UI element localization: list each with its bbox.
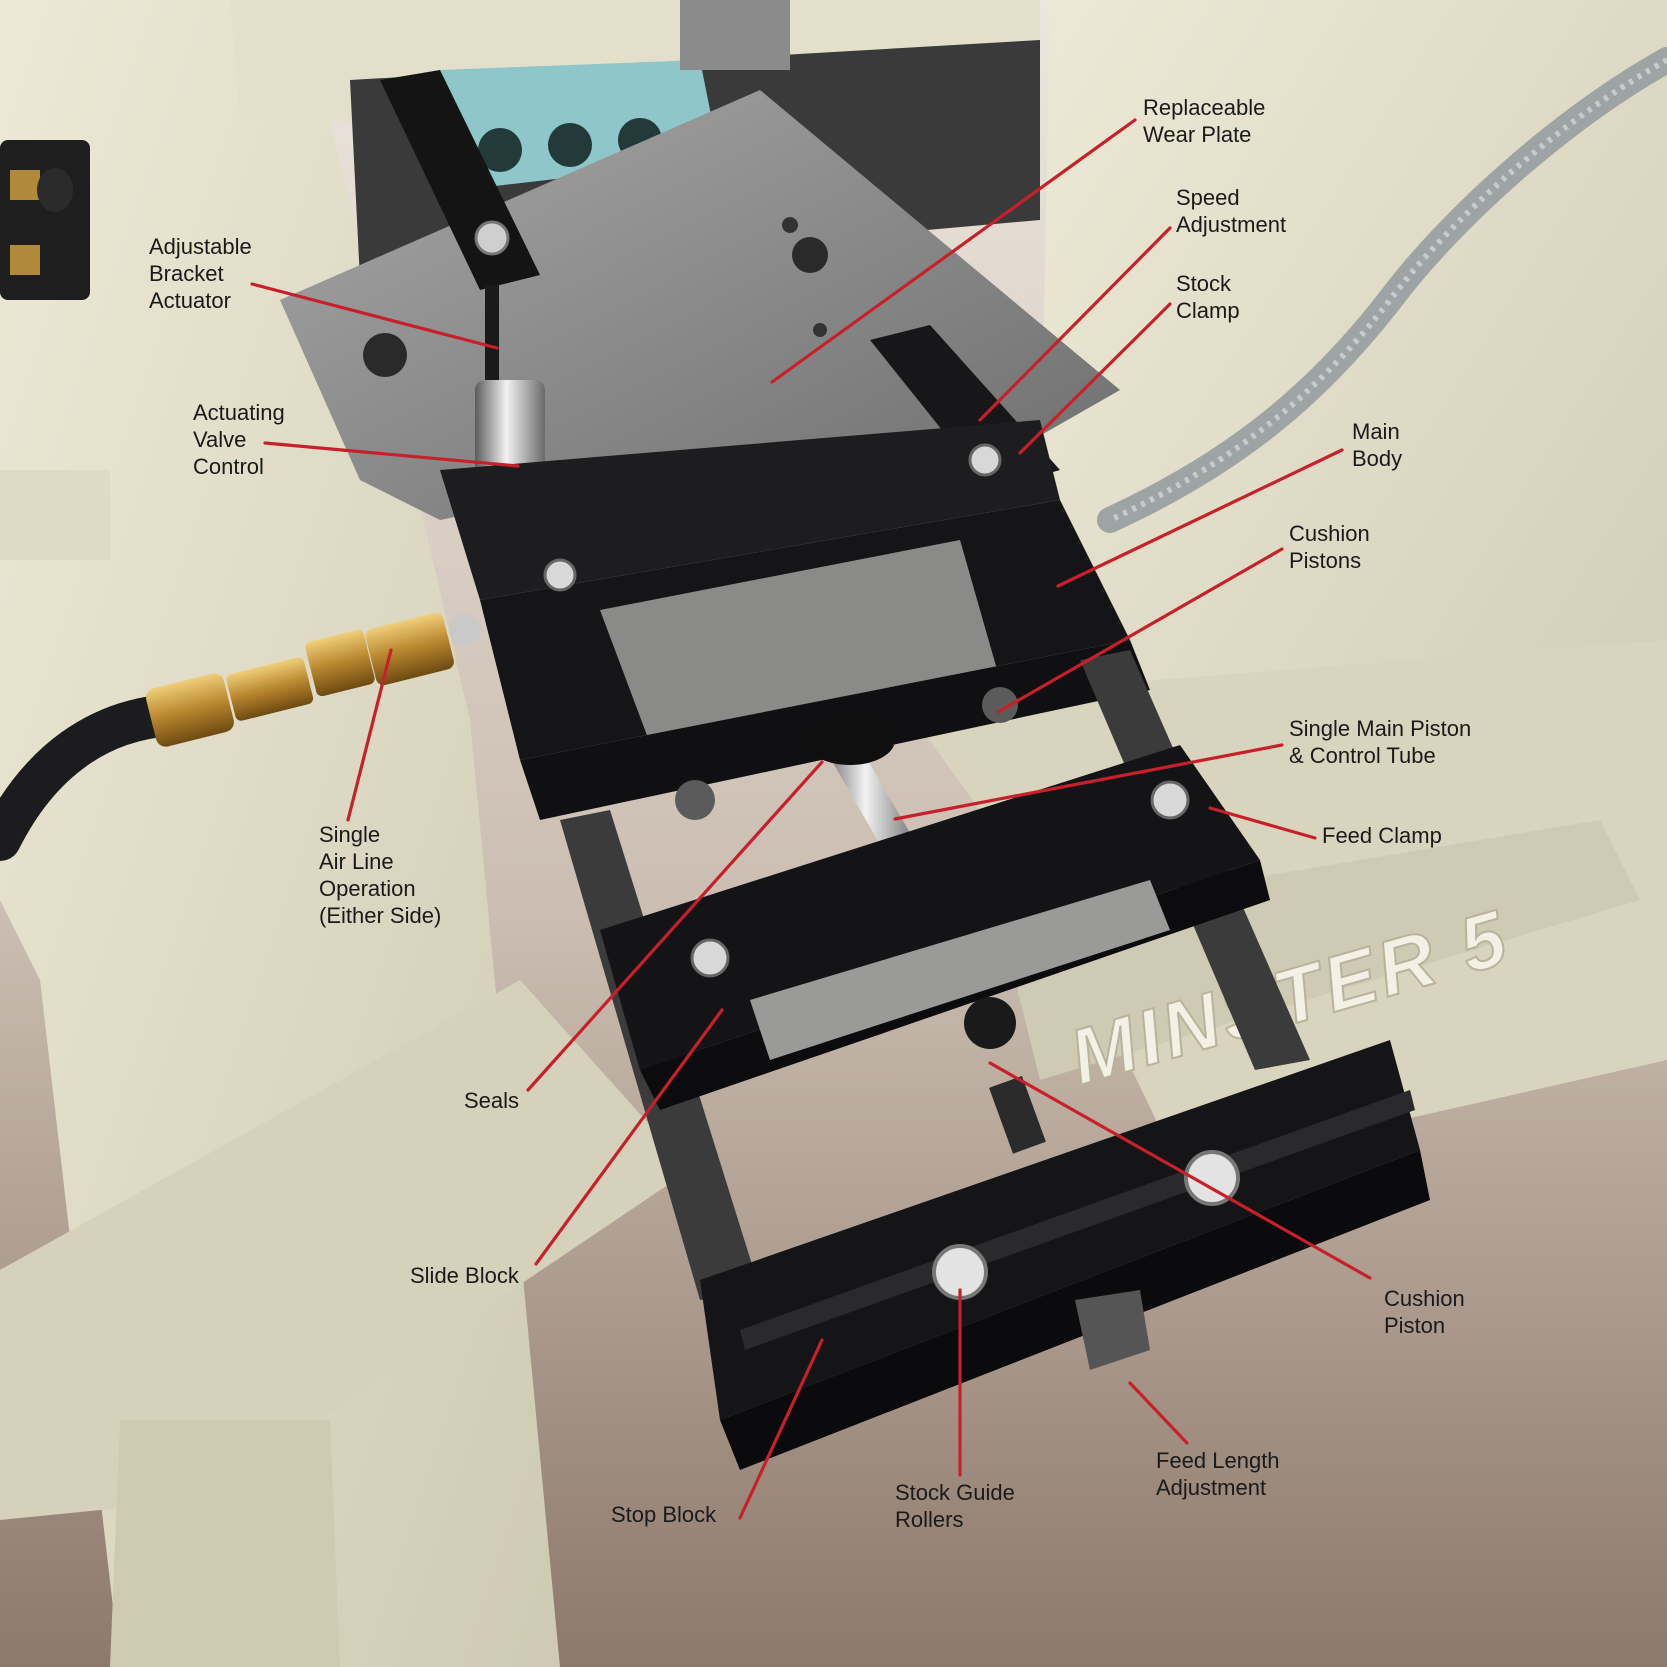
leader-replaceable-wear-plate <box>770 118 1137 384</box>
label-slide-block: Slide Block <box>410 1262 519 1289</box>
label-feed-clamp: Feed Clamp <box>1322 822 1442 849</box>
leader-feed-clamp <box>1208 806 1317 840</box>
label-line: Replaceable <box>1143 95 1266 120</box>
label-single-main-piston: Single Main Piston & Control Tube <box>1289 715 1471 769</box>
label-line: Stop Block <box>611 1502 717 1527</box>
valve-block <box>0 140 90 300</box>
label-cushion-piston: Cushion Piston <box>1384 1285 1465 1339</box>
leader-speed-adjustment <box>978 226 1172 422</box>
label-line: Wear Plate <box>1143 122 1252 147</box>
label-line: Stock <box>1176 271 1232 296</box>
label-stop-block: Stop Block <box>611 1501 716 1528</box>
label-line: Main <box>1352 419 1400 444</box>
label-adjustable-bracket-actuator: Adjustable Bracket Actuator <box>149 233 252 314</box>
leader-actuating-valve-control <box>263 441 520 468</box>
label-line: Operation <box>319 876 416 901</box>
label-line: Seals <box>464 1088 520 1113</box>
label-stock-guide-rollers: Stock Guide Rollers <box>895 1479 1015 1533</box>
leader-cushion-piston <box>988 1061 1372 1280</box>
label-stock-clamp: Stock Clamp <box>1176 270 1240 324</box>
label-line: Rollers <box>895 1507 964 1532</box>
label-actuating-valve-control: Actuating Valve Control <box>193 399 285 480</box>
label-single-air-line: Single Air Line Operation (Either Side) <box>319 821 441 929</box>
label-line: Speed <box>1176 185 1240 210</box>
label-feed-length-adjustment: Feed Length Adjustment <box>1156 1447 1280 1501</box>
label-cushion-pistons: Cushion Pistons <box>1289 520 1370 574</box>
leader-feed-length-adjustment <box>1128 1381 1189 1445</box>
label-line: Single <box>319 822 381 847</box>
label-line: Adjustment <box>1176 212 1287 237</box>
label-line: Single Main Piston <box>1289 716 1472 741</box>
label-line: Adjustable <box>149 234 252 259</box>
leader-cushion-pistons <box>996 547 1284 714</box>
leader-adjustable-bracket-actuator <box>250 282 499 350</box>
label-line: Cushion <box>1384 1286 1465 1311</box>
leader-stop-block <box>738 1338 824 1520</box>
leader-stock-clamp <box>1018 302 1172 455</box>
label-line: Body <box>1352 446 1403 471</box>
label-line: Clamp <box>1176 298 1240 323</box>
label-line: Air Line <box>319 849 394 874</box>
label-line: Cushion <box>1289 521 1370 546</box>
label-line: Feed Length <box>1156 1448 1280 1473</box>
leader-single-air-line <box>346 648 393 822</box>
leader-main-body <box>1056 448 1344 588</box>
label-line: Bracket <box>149 261 224 286</box>
main-piston-rod <box>805 715 920 862</box>
callout-lines <box>250 118 1372 1520</box>
label-line: Actuating <box>193 400 285 425</box>
label-line: Slide Block <box>410 1263 519 1288</box>
label-line: Piston <box>1384 1313 1446 1338</box>
leader-single-main-piston <box>893 743 1284 821</box>
label-line: Adjustment <box>1156 1475 1267 1500</box>
label-line: Control <box>193 454 264 479</box>
label-line: & Control Tube <box>1289 743 1436 768</box>
label-line: Actuator <box>149 288 231 313</box>
stop-block <box>700 1040 1430 1470</box>
label-line: Stock Guide <box>895 1480 1015 1505</box>
label-speed-adjustment: Speed Adjustment <box>1176 184 1286 238</box>
label-line: (Either Side) <box>319 903 442 928</box>
feed-clamp-bar <box>600 745 1270 1110</box>
leader-slide-block <box>534 1008 724 1266</box>
label-replaceable-wear-plate: Replaceable Wear Plate <box>1143 94 1265 148</box>
label-line: Valve <box>193 427 247 452</box>
label-main-body: Main Body <box>1352 418 1402 472</box>
label-seals: Seals <box>464 1087 519 1114</box>
label-line: Pistons <box>1289 548 1362 573</box>
label-line: Feed Clamp <box>1322 823 1442 848</box>
leader-seals <box>526 760 824 1092</box>
